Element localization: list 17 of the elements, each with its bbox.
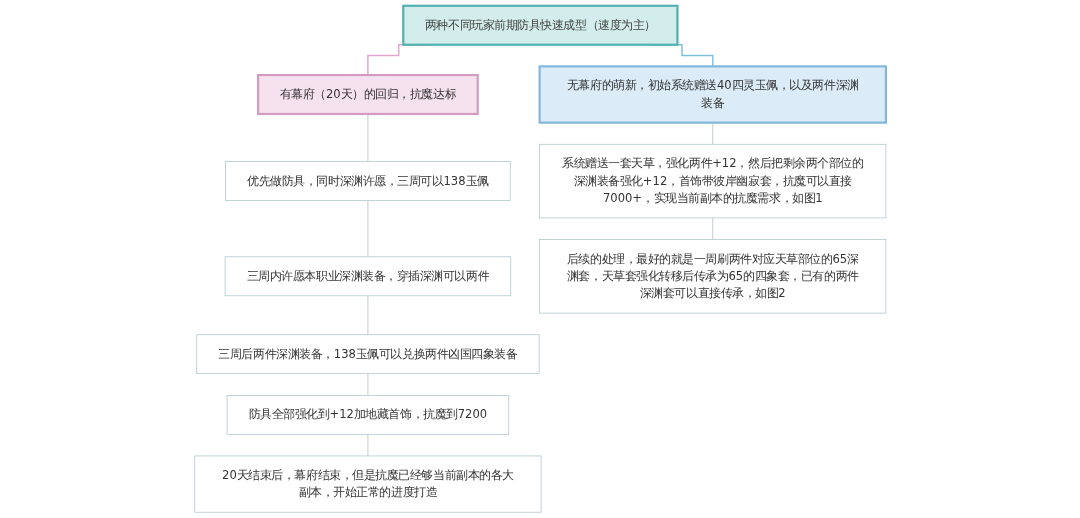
node-box: 有幕府（20天）的回归，抗魔达标 bbox=[256, 73, 479, 116]
node-box: 三周后两件深渊装备，138玉佩可以兑换两件凶国四象装备 bbox=[196, 334, 540, 375]
node-box: 系统赠送一套天草，强化两件+12，然后把剩余两个部位的深渊装备强化+12，首饰带彼岸幽寂套，抗魔可以直接7000+，实现当前副本的抗魔需求，如图1 bbox=[538, 143, 886, 219]
connector bbox=[712, 217, 713, 240]
connector bbox=[367, 113, 368, 162]
node-box: 防具全部强化到+12加地藏首饰，抗魔到7200 bbox=[226, 395, 509, 435]
connector bbox=[367, 433, 368, 457]
node-box: 后续的处理，最好的就是一周刷两件对应天草部位的65深渊套，天草套强化转移后传承为65的四象套，已有的两件深渊套可以直接传承，如图2 bbox=[538, 239, 886, 314]
connector bbox=[367, 200, 368, 258]
node-box: 两种不同玩家前期防具快速成型（速度为主） bbox=[401, 4, 679, 46]
connector bbox=[367, 295, 368, 336]
node-box: 三周内许愿本职业深渊装备，穿插深渊可以两件 bbox=[224, 256, 511, 297]
connector bbox=[712, 122, 713, 145]
node-box: 20天结束后，幕府结束，但是抗魔已经够当前副本的各大副本，开始正常的进度打造 bbox=[194, 455, 542, 513]
node-box: 无幕府的萌新，初始系统赠送40四灵玉佩，以及两件深渊装备 bbox=[538, 65, 887, 124]
node-box: 优先做防具，同时深渊许愿，三周可以138玉佩 bbox=[224, 161, 511, 201]
connector bbox=[367, 373, 368, 396]
